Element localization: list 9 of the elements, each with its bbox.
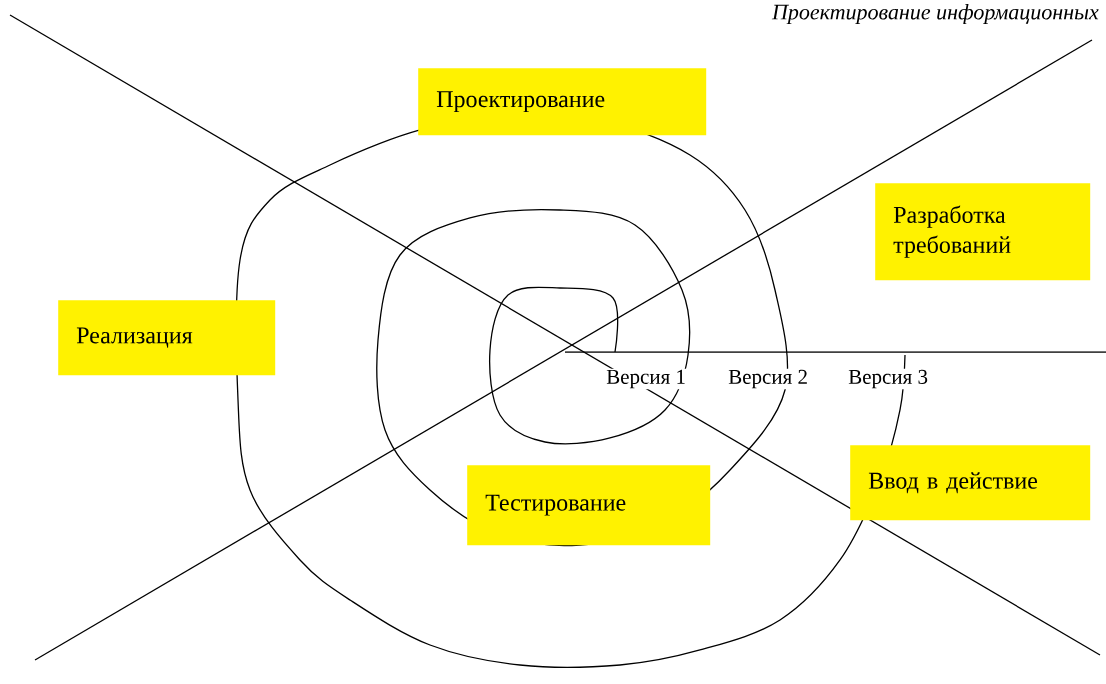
version-label: Версия 2 xyxy=(727,368,809,390)
version-label: Версия 1 xyxy=(605,368,687,390)
phase-box: Разработка требований xyxy=(875,183,1091,281)
version-label: Версия 3 xyxy=(847,368,929,390)
phase-box: Ввод в действие xyxy=(850,445,1091,521)
phase-box: Проектирование xyxy=(418,68,707,136)
page-header: Проектирование информационных xyxy=(771,3,1100,25)
phase-box: Реализация xyxy=(58,300,276,376)
phase-box: Тестирование xyxy=(467,465,711,546)
